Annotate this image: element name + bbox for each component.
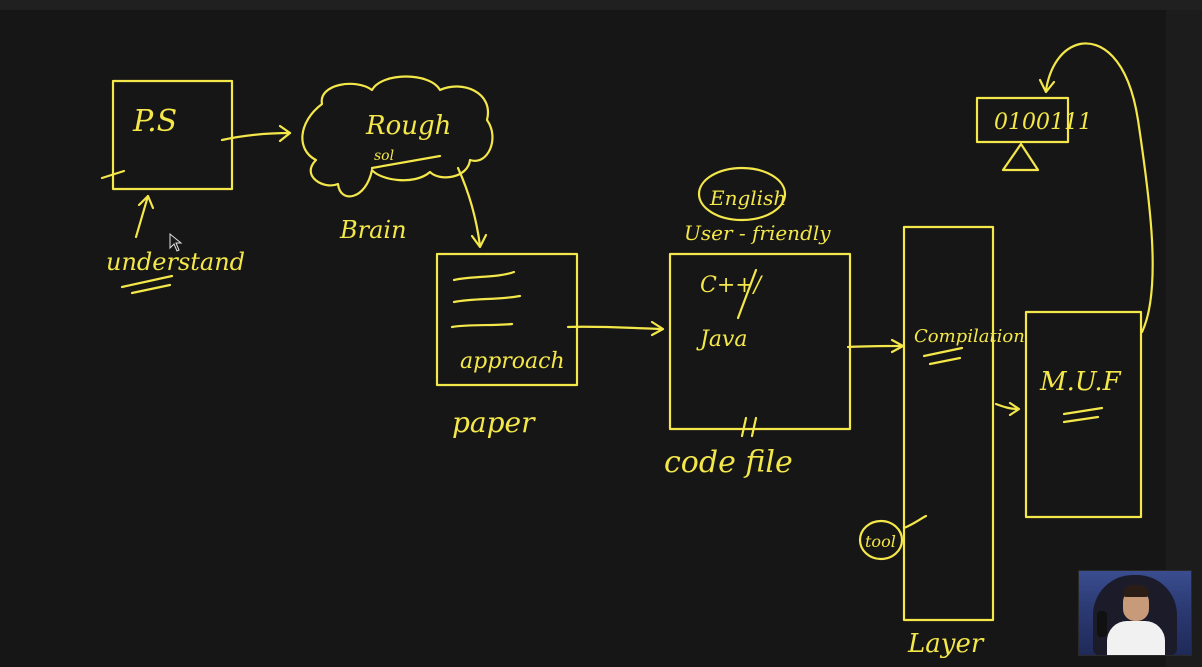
muf-label: M.U.F bbox=[1039, 367, 1122, 397]
cpp-slash bbox=[736, 268, 758, 320]
arrow-ps-to-brain bbox=[220, 131, 292, 142]
sol-underline bbox=[370, 154, 442, 170]
brain-label: Brain bbox=[339, 216, 407, 244]
top-bar bbox=[0, 0, 1202, 10]
rough-label: Rough bbox=[365, 111, 451, 141]
english-oval bbox=[697, 166, 787, 222]
arrow-tool bbox=[902, 514, 928, 530]
layer-label: Layer bbox=[907, 629, 985, 659]
paper-line-3 bbox=[450, 322, 514, 329]
compilation-underline-1 bbox=[922, 346, 964, 358]
arrow-paper-to-code bbox=[566, 325, 664, 331]
muf-box bbox=[1024, 310, 1143, 519]
tool-label: tool bbox=[865, 532, 896, 551]
webcam-hair bbox=[1123, 585, 1149, 597]
presenter-webcam bbox=[1078, 570, 1192, 656]
paper-box bbox=[435, 252, 579, 387]
muf-underline-1 bbox=[1062, 406, 1104, 416]
arrow-brain-to-paper-head bbox=[470, 233, 488, 249]
code-file-label: code file bbox=[664, 445, 793, 480]
paper-line-1 bbox=[452, 270, 516, 282]
mouse-cursor-icon bbox=[169, 232, 183, 252]
java-label: Java bbox=[696, 327, 747, 352]
monitor-screen bbox=[975, 96, 1070, 144]
arrow-brain-to-paper bbox=[456, 166, 482, 248]
paper-line-2 bbox=[452, 294, 522, 304]
tool-circle bbox=[858, 519, 904, 561]
arrow-layer-to-muf bbox=[994, 402, 1020, 411]
arrow-ps-to-brain-head bbox=[278, 124, 292, 143]
english-label: English bbox=[709, 186, 786, 210]
paper-label: paper bbox=[452, 406, 536, 439]
ps-left-tick bbox=[100, 169, 126, 180]
muf-underline-2 bbox=[1062, 415, 1100, 424]
arrow-muf-to-monitor bbox=[1044, 42, 1154, 334]
arrow-code-to-layer bbox=[846, 344, 904, 349]
understand-label: understand bbox=[106, 248, 245, 276]
arrow-paper-to-code-head bbox=[650, 320, 665, 337]
arrow-understand-up bbox=[134, 194, 150, 239]
code-file-tick-marks bbox=[740, 416, 758, 438]
binary-label: 0100111 bbox=[994, 110, 1092, 135]
user-friendly-label: User - friendly bbox=[684, 221, 831, 245]
arrow-muf-to-monitor-head bbox=[1038, 78, 1056, 94]
ps-box bbox=[111, 79, 234, 191]
brain-cloud bbox=[301, 75, 494, 198]
right-edge-strip bbox=[1166, 10, 1202, 667]
sol-label: sol bbox=[374, 148, 394, 164]
monitor-stand bbox=[1001, 142, 1040, 172]
approach-label: approach bbox=[460, 349, 565, 374]
arrow-layer-to-muf-head bbox=[1008, 401, 1021, 417]
understand-underline-1 bbox=[120, 274, 174, 289]
arrow-understand-head bbox=[137, 194, 155, 210]
compilation-label: Compilation bbox=[914, 326, 1025, 347]
webcam-body bbox=[1107, 621, 1165, 655]
understand-underline-2 bbox=[130, 283, 172, 295]
code-file-box bbox=[668, 252, 852, 431]
compilation-underline-2 bbox=[928, 356, 962, 366]
ps-label: P.S bbox=[132, 104, 177, 139]
layer-box bbox=[902, 225, 995, 622]
microphone-icon bbox=[1097, 611, 1107, 637]
